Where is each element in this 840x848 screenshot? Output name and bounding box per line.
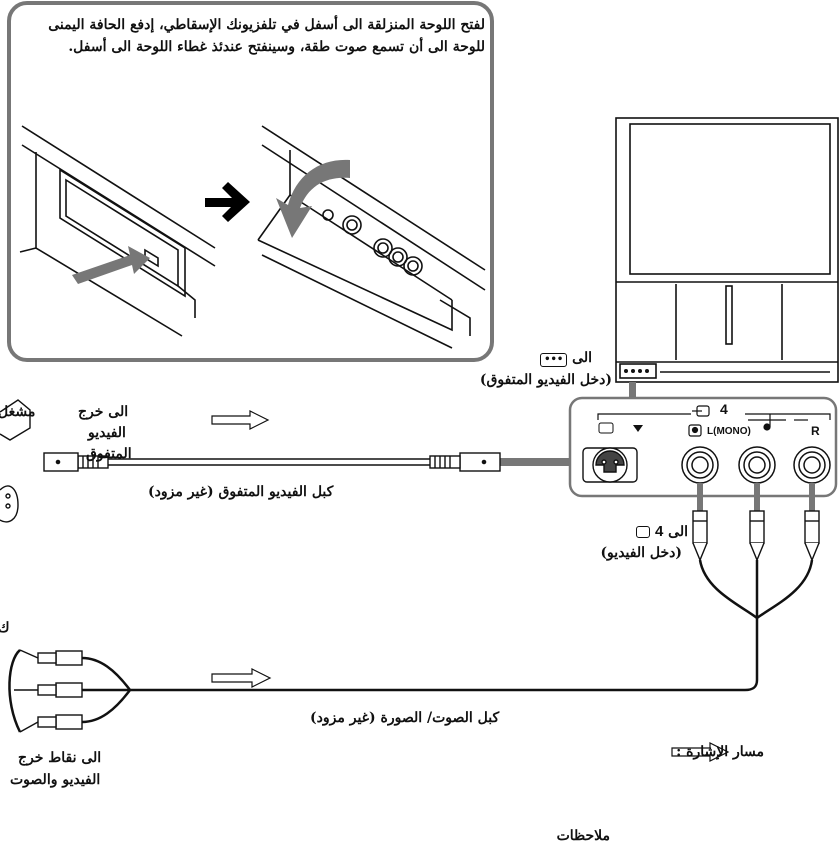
svideo-arrow-icon [633, 425, 643, 432]
av-cable-right [130, 559, 814, 692]
signal-arrow-legend [671, 742, 730, 762]
to-video4-num: 4 [654, 523, 664, 540]
to-video4-prefix: الى [668, 524, 688, 540]
panel-input-number: 4 [720, 401, 728, 417]
instruction-text: لفتح اللوحة المنزلقة الى أسفل في تلفزيون… [20, 14, 485, 58]
rca-plugs [692, 483, 820, 562]
svideo-out-l3: المتفوق [86, 446, 132, 462]
av-cable-label: كبل الصوت/ الصورة (غير مزود) [310, 710, 500, 726]
projection-tv [615, 117, 839, 383]
av-cable-left [8, 649, 131, 733]
signal-arrow-av [211, 668, 272, 688]
svideo-jack [582, 447, 638, 483]
svideo-out-l1: الى خرج [78, 404, 129, 420]
panel-closed-illustration [19, 125, 216, 337]
audio-note-icon [748, 414, 786, 431]
svideo-cable-label: كبل الفيديو المتفوق (غير مزود) [148, 484, 334, 500]
to-svideo-prefix: الى [572, 350, 592, 366]
svideo-cable [43, 452, 570, 472]
right-arrow-icon [205, 182, 250, 222]
panel-bracket [597, 413, 831, 420]
av-out-l1: الى نقاط خرج [18, 750, 102, 766]
instruction-line-2: للوحة الى أن تسمع صوت طقة، وسينفتح عندئذ… [68, 39, 485, 55]
instruction-line-1: لفتح اللوحة المنزلقة الى أسفل في تلفزيون… [48, 17, 485, 33]
to-video4-sub: (دخل الفيديو) [600, 545, 682, 561]
open-arrow-icon [276, 159, 350, 238]
video-jack-icon [688, 424, 702, 437]
av-out-l2: الفيديو والصوت [10, 772, 101, 788]
tv-callout-connector [629, 382, 636, 398]
input-icon [692, 405, 710, 417]
signal-arrow-svideo [211, 410, 270, 430]
tv-jack-dots [624, 369, 649, 373]
svideo-out-l2: الفيديو [88, 425, 126, 441]
svideo-small-icon [598, 422, 614, 434]
to-svideo-sub: (دخل الفيديو المتفوق) [479, 372, 612, 388]
signal-path-label: مسار الإشارة : [676, 744, 764, 760]
panel-right-label: R [811, 424, 820, 438]
push-arrow-icon [72, 246, 150, 284]
panel-audio-label: L(MONO) [707, 426, 751, 437]
panel-open-illustration [257, 125, 486, 349]
player-label: مشغل [0, 404, 36, 420]
notes-heading: ملاحظات [556, 828, 610, 844]
svideo-input-icon: ••• [540, 353, 568, 367]
instruction-box [7, 1, 494, 362]
to-video4-label: الى 4 [636, 522, 688, 542]
to-svideo-label: الى ••• [540, 348, 592, 368]
game-player-illustration [0, 399, 31, 523]
video-input-icon [636, 526, 651, 538]
left-partial-label: ك [0, 620, 10, 636]
